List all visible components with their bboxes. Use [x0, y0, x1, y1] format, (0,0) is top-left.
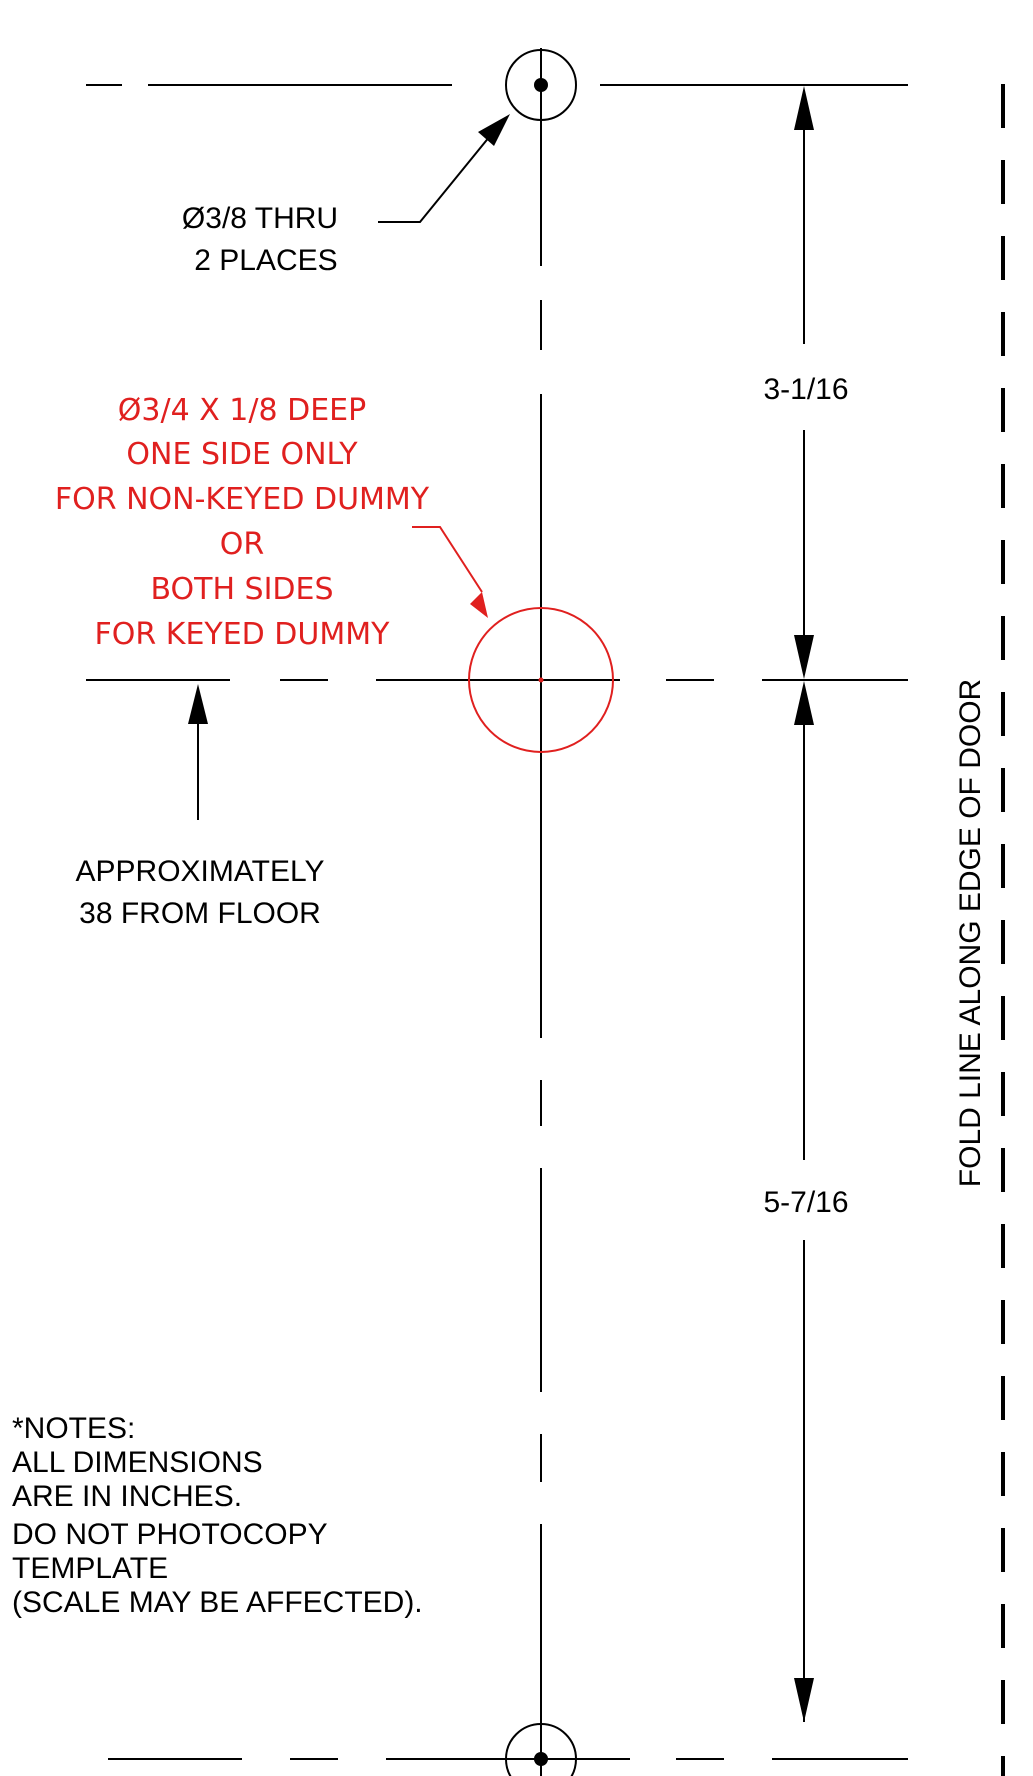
- floor-callout-line2: 38 FROM FLOOR: [79, 897, 321, 930]
- red-callout-line2: ONE SIDE ONLY: [126, 437, 358, 472]
- lower-dimension-label: 5-7/16: [763, 1186, 848, 1219]
- top-hole-marker: [505, 49, 577, 121]
- red-callout-line3: FOR NON-KEYED DUMMY: [55, 482, 430, 517]
- upper-dimension-line: [794, 86, 814, 679]
- hole-callout-leader: [378, 114, 510, 223]
- red-callout-line5: BOTH SIDES: [150, 572, 333, 607]
- floor-callout-arrow: [188, 684, 208, 820]
- fold-line-label: FOLD LINE ALONG EDGE OF DOOR: [954, 679, 987, 1187]
- lower-dimension-line: [794, 681, 814, 1722]
- floor-callout-line1: APPROXIMATELY: [76, 855, 325, 888]
- red-callout-line6: FOR KEYED DUMMY: [95, 617, 391, 652]
- red-callout-leader: [412, 526, 488, 618]
- bottom-hole-marker: [505, 1723, 577, 1776]
- notes-line2: ARE IN INCHES.: [12, 1480, 242, 1513]
- dummy-hole-circle: [468, 607, 614, 753]
- red-callout-line4: OR: [220, 527, 264, 562]
- notes-heading: *NOTES:: [12, 1412, 135, 1445]
- notes-line5: (SCALE MAY BE AFFECTED).: [12, 1586, 423, 1619]
- hole-callout-line1: Ø3/8 THRU: [182, 202, 338, 235]
- hole-callout-line2: 2 PLACES: [194, 244, 337, 277]
- red-callout-text: Ø3/4 X 1/8 DEEP ONE SIDE ONLY FOR NON-KE…: [55, 393, 430, 652]
- red-callout-line1: Ø3/4 X 1/8 DEEP: [118, 393, 366, 428]
- upper-dimension-label: 3-1/16: [763, 373, 848, 406]
- notes-line1: ALL DIMENSIONS: [12, 1446, 263, 1479]
- notes-block: *NOTES: ALL DIMENSIONS ARE IN INCHES. DO…: [12, 1412, 423, 1619]
- notes-line3: DO NOT PHOTOCOPY: [12, 1518, 328, 1551]
- notes-line4: TEMPLATE: [12, 1552, 168, 1585]
